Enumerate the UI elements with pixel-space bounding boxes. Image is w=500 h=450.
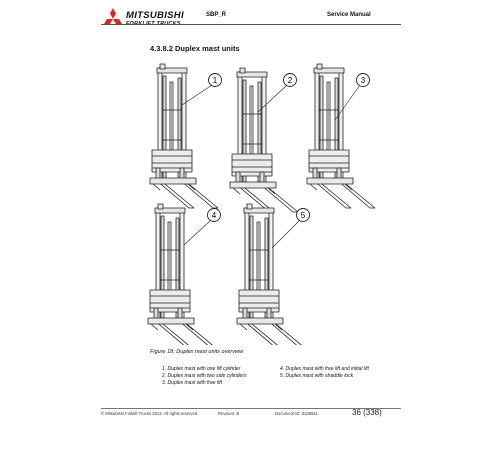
- doc-code: SBP_R: [206, 12, 227, 18]
- callout-1: 1: [208, 73, 222, 87]
- mast-unit-2: [229, 67, 299, 213]
- legend-item-3: 3. Duplex mast with free lift: [162, 380, 223, 386]
- svg-text:5: 5: [301, 211, 306, 220]
- svg-text:4: 4: [212, 211, 217, 220]
- callout-2: 2: [283, 73, 297, 87]
- callout-5: 5: [296, 208, 310, 222]
- page-number: 36 (338): [352, 408, 382, 417]
- section-title: 4.3.8.2 Duplex mast units: [150, 44, 240, 53]
- figure-caption: Figure 18: Duplex mast units overview: [150, 349, 244, 355]
- header-divider: [101, 24, 401, 25]
- legend-item-2: 2. Duplex mast with two side cylinders: [162, 373, 247, 379]
- duplex-mast-figure: 1 2 3 4 5: [147, 63, 376, 345]
- legend-item-5: 5. Duplex mast with straddle lock: [280, 373, 354, 379]
- svg-text:1: 1: [213, 76, 218, 85]
- svg-text:3: 3: [361, 76, 366, 85]
- doc-type: Service Manual: [327, 12, 371, 18]
- legend-item-4: 4. Duplex mast with free lift and initia…: [280, 366, 369, 372]
- callout-4: 4: [207, 208, 221, 222]
- footer-revision: Revision: B: [218, 411, 240, 416]
- footer-document-id: Document ID: 0138911: [275, 411, 318, 416]
- footer-divider: [101, 408, 401, 409]
- mitsubishi-logo: [104, 8, 122, 24]
- legend-item-1: 1. Duplex mast with one lift cylinder: [162, 366, 241, 372]
- footer-copyright: © Mitsubishi Forklift Trucks 2013. All r…: [101, 411, 199, 416]
- brand-name: MITSUBISHI: [126, 10, 184, 21]
- svg-text:2: 2: [288, 76, 293, 85]
- diamond-logo-icon: [104, 8, 122, 24]
- callout-3: 3: [356, 73, 370, 87]
- mast-unit-1: [149, 63, 219, 209]
